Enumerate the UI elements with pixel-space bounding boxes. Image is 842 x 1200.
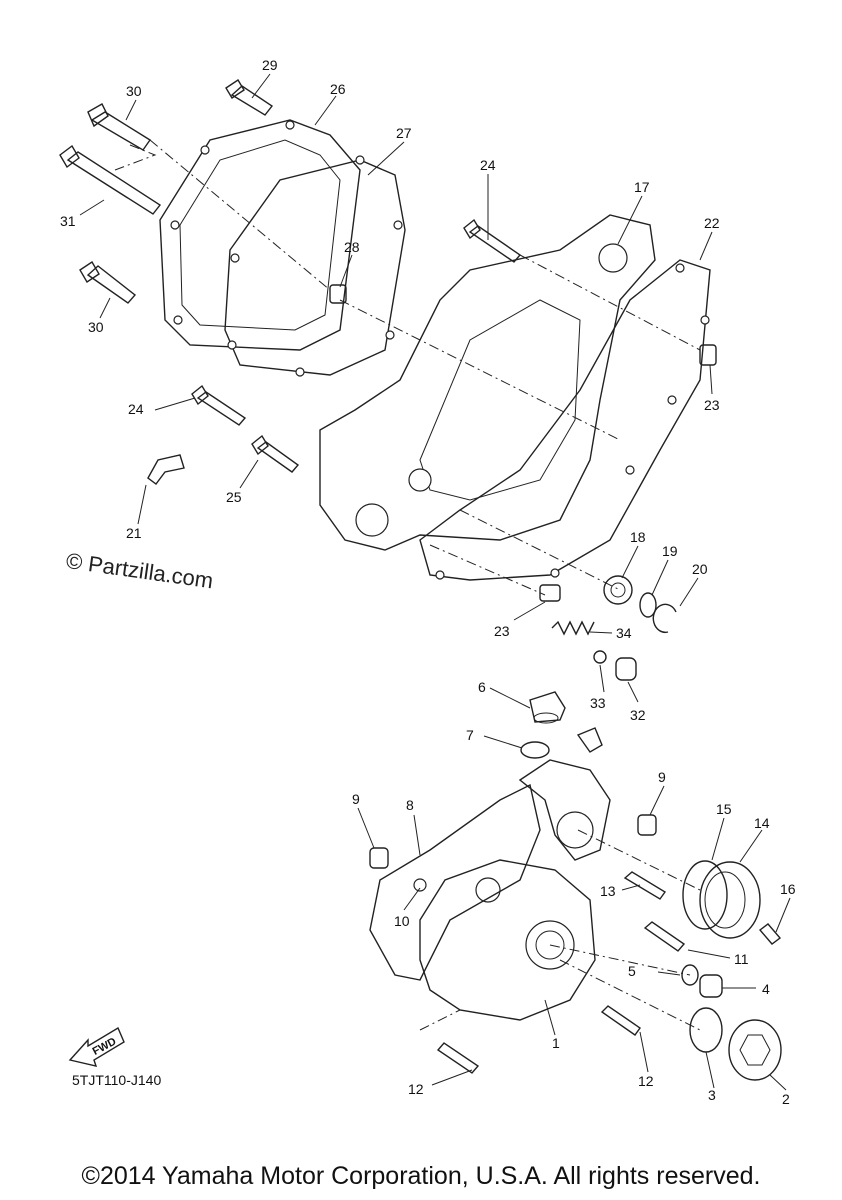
callout-24: 24	[128, 401, 144, 417]
bolt-24-left	[191, 384, 247, 426]
hose-fitting	[576, 727, 603, 753]
bearing-18	[603, 575, 633, 605]
callout-labels: 30 29 26 27 31 30 28 24 17 22 23 24 25 2…	[60, 57, 796, 1107]
gasket-15	[682, 860, 728, 930]
callout-2: 2	[782, 1091, 790, 1107]
clutch-cover-outer	[159, 119, 361, 351]
callout-21: 21	[126, 525, 142, 541]
gasket-8	[369, 783, 541, 981]
cap-14	[699, 861, 761, 939]
circlip-20	[652, 603, 677, 634]
callout-26: 26	[330, 81, 346, 97]
callout-9: 9	[658, 769, 666, 785]
washer-19	[639, 592, 657, 618]
callout-27: 27	[396, 125, 412, 141]
alignment-lines	[114, 139, 701, 1031]
fitting-21	[147, 454, 185, 485]
leader-lines	[79, 73, 791, 1091]
plug-6	[529, 691, 566, 724]
plug-2	[728, 1019, 782, 1081]
part-4	[699, 974, 723, 998]
callout-18: 18	[630, 529, 646, 545]
callout-30: 30	[126, 83, 142, 99]
callout-16: 16	[780, 881, 796, 897]
callout-6: 6	[478, 679, 486, 695]
callout-1: 1	[552, 1035, 560, 1051]
callout-8: 8	[406, 797, 414, 813]
callout-12: 12	[638, 1073, 654, 1089]
callout-25: 25	[226, 489, 242, 505]
bolt-29	[225, 79, 274, 116]
callout-14: 14	[754, 815, 770, 831]
water-pump-cover	[419, 759, 611, 1021]
dowel-pin-9-right	[637, 814, 657, 836]
bolt-25	[251, 434, 300, 473]
dowel-pin-28	[329, 284, 347, 304]
callout-28: 28	[344, 239, 360, 255]
diagram-reference-code: 5TJT110-J140	[72, 1072, 162, 1088]
callout-4: 4	[762, 981, 770, 997]
o-ring-3	[689, 1007, 723, 1053]
ball-33	[593, 650, 607, 664]
callout-15: 15	[716, 801, 732, 817]
callout-34: 34	[616, 625, 632, 641]
callout-33: 33	[590, 695, 606, 711]
callout-23: 23	[494, 623, 510, 639]
callout-3: 3	[708, 1087, 716, 1103]
o-ring-5	[681, 964, 699, 986]
callout-23: 23	[704, 397, 720, 413]
bolt-12-right	[600, 1005, 641, 1036]
callout-9: 9	[352, 791, 360, 807]
callout-20: 20	[692, 561, 708, 577]
part-32	[615, 657, 637, 681]
callout-17: 17	[634, 179, 650, 195]
callout-19: 19	[662, 543, 678, 559]
dowel-pin-23-top	[699, 344, 717, 366]
callout-7: 7	[466, 727, 474, 743]
forward-arrow: FWD	[68, 1026, 125, 1067]
clutch-cover-gasket	[224, 155, 406, 377]
spring-34	[551, 620, 595, 636]
callout-22: 22	[704, 215, 720, 231]
dowel-pin-9-left	[369, 847, 389, 869]
callout-13: 13	[600, 883, 616, 899]
bolt-16	[758, 923, 782, 945]
callout-24: 24	[480, 157, 496, 173]
callout-12: 12	[408, 1081, 424, 1097]
o-ring-7	[520, 741, 550, 759]
fwd-label: FWD	[91, 1036, 119, 1058]
callout-29: 29	[262, 57, 278, 73]
callout-10: 10	[394, 913, 410, 929]
bolt-13	[623, 871, 667, 900]
callout-5: 5	[628, 963, 636, 979]
crankcase-gasket	[419, 259, 711, 581]
bolt-11	[643, 921, 686, 952]
callout-32: 32	[630, 707, 646, 723]
bolt-31	[59, 144, 162, 215]
callout-30: 30	[88, 319, 104, 335]
bolt-24-top	[463, 218, 522, 263]
dowel-pin-23-bottom	[539, 584, 561, 602]
crankcase-cover	[319, 214, 656, 551]
callout-11: 11	[734, 951, 749, 967]
copyright-notice: ©2014 Yamaha Motor Corporation, U.S.A. A…	[81, 1162, 761, 1190]
bolt-30-bottom	[79, 261, 137, 304]
bolt-12-left	[436, 1042, 480, 1074]
bolt-30-top	[87, 103, 151, 151]
callout-31: 31	[60, 213, 76, 229]
